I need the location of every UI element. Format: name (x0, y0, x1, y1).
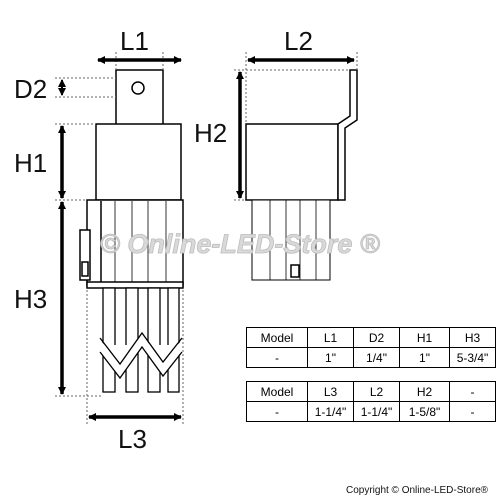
table-cell: 1/4" (353, 347, 400, 368)
table-cell: - (246, 401, 308, 422)
table-cell: - (449, 381, 496, 402)
d2-label: D2 (14, 74, 47, 104)
relay-side-view (245, 69, 358, 281)
table-cell: Model (246, 327, 308, 348)
table-cell: H1 (399, 327, 450, 348)
copyright-notice: Copyright © Online-LED-Store® (345, 485, 488, 496)
table-cell: 1" (399, 347, 450, 368)
h3-label: H3 (14, 284, 47, 314)
table-cell: D2 (353, 327, 400, 348)
h1-label: H1 (14, 148, 47, 178)
l3-label: L3 (118, 424, 147, 454)
table-row: - 1" 1/4" 1" 5-3/4" (246, 347, 496, 368)
table-cell: 1-1/4" (353, 401, 400, 422)
table-cell: 1-5/8" (399, 401, 450, 422)
table-cell: Model (246, 381, 308, 402)
table-cell: H3 (449, 327, 496, 348)
table-row: - 1-1/4" 1-1/4" 1-5/8" - (246, 401, 496, 422)
table-cell: - (246, 347, 308, 368)
table-cell: L1 (307, 327, 354, 348)
mounting-hole (131, 81, 145, 95)
table-cell: L2 (353, 381, 400, 402)
relay-front-view (79, 69, 184, 289)
l1-label: L1 (120, 26, 149, 56)
l2-label: L2 (284, 26, 313, 56)
table-header-row: Model L1 D2 H1 H3 (246, 327, 496, 348)
h2-label: H2 (194, 118, 227, 148)
table-header-row: Model L3 L2 H2 - (246, 381, 496, 402)
watermark: © Online-LED-Store ® (100, 229, 380, 259)
wire-break-mark (97, 331, 185, 380)
spec-table-2: Model L3 L2 H2 - - 1-1/4" 1-1/4" 1-5/8" … (246, 381, 496, 422)
table-cell: 1" (307, 347, 354, 368)
table-cell: 1-1/4" (307, 401, 354, 422)
spec-table-1: Model L1 D2 H1 H3 - 1" 1/4" 1" 5-3/4" (246, 327, 496, 368)
table-cell: L3 (307, 381, 354, 402)
table-cell: H2 (399, 381, 450, 402)
dimension-arrows (58, 56, 355, 421)
table-cell: 5-3/4" (449, 347, 496, 368)
table-cell: - (449, 401, 496, 422)
